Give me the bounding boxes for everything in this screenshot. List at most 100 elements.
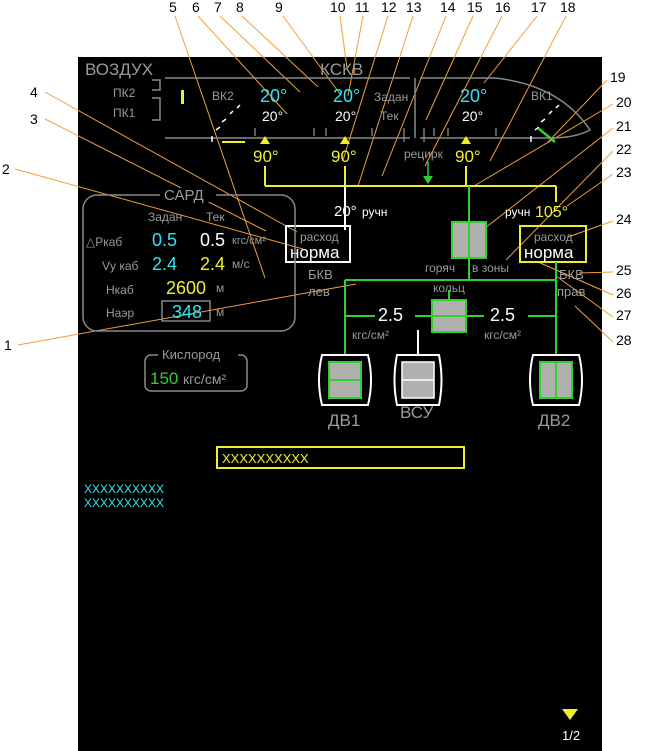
callout-4: 4 [30, 84, 38, 100]
leader-3 [44, 118, 267, 232]
sard-row-label: Нкаб [106, 283, 134, 297]
left-cur-temp: 20° [262, 108, 283, 124]
mix-temp: 20° [334, 203, 357, 220]
right-flow-box [519, 225, 587, 263]
callout-27: 27 [616, 307, 632, 323]
pk2-label: ПК2 [113, 86, 136, 100]
sard-row-unit: м [216, 305, 224, 319]
engine-dv1 [318, 354, 372, 406]
bkv-right-sub: прав [557, 284, 585, 299]
ksv-title: КСКВ [320, 60, 363, 79]
callout-14: 14 [440, 0, 456, 15]
callout-numbers: 5 6 7 8 9 10 11 12 13 14 15 16 17 18 19 … [2, 0, 632, 353]
dv1-label: ДВ1 [328, 411, 360, 430]
sard-row-set: 348 [172, 302, 202, 322]
sard-col-cur: Тек [206, 210, 225, 224]
vk1-gauge [530, 104, 560, 143]
recirc-label: рецирк [404, 147, 444, 161]
leader-11 [347, 15, 364, 97]
left-flow-value: норма [290, 243, 340, 262]
right-mode: ручн [505, 205, 530, 219]
sard-row-unit: м/с [232, 257, 250, 271]
callout-15: 15 [467, 0, 483, 15]
sard-row-unit: м [216, 281, 224, 295]
callout-23: 23 [616, 164, 632, 180]
leader-20 [473, 103, 614, 187]
sard-row-cur: 0.5 [200, 230, 225, 250]
right-valve-value: 90° [455, 147, 481, 166]
right-temp: 105° [535, 204, 568, 221]
leader-24 [567, 220, 614, 238]
message-box-text: XXXXXXXXXX [222, 451, 309, 466]
mid-valve-value: 90° [331, 147, 357, 166]
callout-7: 7 [214, 0, 222, 15]
mid-cur-label: Тек [380, 109, 399, 123]
callout-17: 17 [531, 0, 547, 15]
left-pressure: 2.5 [378, 305, 403, 325]
left-valve-value: 90° [253, 147, 279, 166]
right-valve-arrow [461, 136, 471, 144]
callout-24: 24 [616, 211, 632, 227]
right-pressure-unit: кгс/см² [484, 328, 521, 342]
callout-26: 26 [616, 285, 632, 301]
callout-3: 3 [30, 111, 38, 127]
vsu-label: ВСУ [400, 403, 433, 422]
callout-11: 11 [355, 0, 370, 15]
leader-7 [219, 15, 301, 93]
callout-22: 22 [616, 141, 632, 157]
leader-15 [425, 15, 474, 121]
leader-19 [547, 79, 608, 143]
left-valve-arrow [260, 136, 270, 144]
apu-vsu [393, 354, 443, 406]
leader-10 [339, 15, 348, 69]
valve-arrows [260, 136, 471, 144]
leader-14 [381, 15, 447, 177]
leader-16 [424, 15, 503, 167]
bkv-left-sub: лев [308, 284, 330, 299]
mid-cur-temp: 20° [335, 108, 356, 124]
leader-9 [282, 15, 341, 95]
leader-17 [483, 15, 538, 84]
leader-6 [197, 15, 288, 115]
message-line-2: XXXXXXXXXX [84, 496, 164, 510]
page-down-icon[interactable] [562, 709, 578, 720]
sard-row-set: 2.4 [152, 254, 177, 274]
right-cur-temp: 20° [462, 108, 483, 124]
vk1-label: ВК1 [531, 89, 553, 103]
right-flow-label: расход [534, 230, 573, 244]
vk2-label: ВК2 [212, 89, 234, 103]
oxygen-unit: кгс/см² [183, 371, 226, 387]
fuselage-outline [152, 77, 592, 139]
pk2-indicator [181, 90, 184, 104]
bkv-right-label: БКВ [559, 267, 584, 282]
mid-set-temp: 20° [333, 86, 360, 106]
sard-col-set: Задан [148, 210, 182, 224]
mid-valve-arrow [340, 136, 350, 144]
engine-dv2 [529, 354, 583, 406]
sard-row-cur: 2.4 [200, 254, 225, 274]
leader-22 [505, 150, 614, 261]
leader-25 [578, 271, 614, 274]
callout-21: 21 [616, 118, 632, 134]
callout-20: 20 [616, 94, 632, 110]
dv2-label: ДВ2 [538, 411, 570, 430]
sard-row-set: 2600 [166, 278, 206, 298]
hot-label: горяч [425, 261, 455, 275]
callout-5: 5 [169, 0, 177, 15]
leader-27 [555, 275, 614, 318]
vk1-needle [537, 127, 556, 143]
leader-21 [479, 127, 614, 233]
zone-dividers [254, 128, 497, 142]
to-zones-label: в зоны [472, 261, 509, 275]
green-distribution [344, 258, 557, 355]
sard-row-set: 0.5 [152, 230, 177, 250]
bkv-left-label: БКВ [308, 267, 333, 282]
left-set-temp: 20° [260, 86, 287, 106]
callout-12: 12 [381, 0, 397, 15]
callout-leaders [14, 15, 614, 346]
right-set-temp: 20° [460, 86, 487, 106]
sard-title: САРД [164, 187, 204, 204]
callout-8: 8 [236, 0, 244, 15]
right-flow-value: норма [524, 243, 574, 262]
